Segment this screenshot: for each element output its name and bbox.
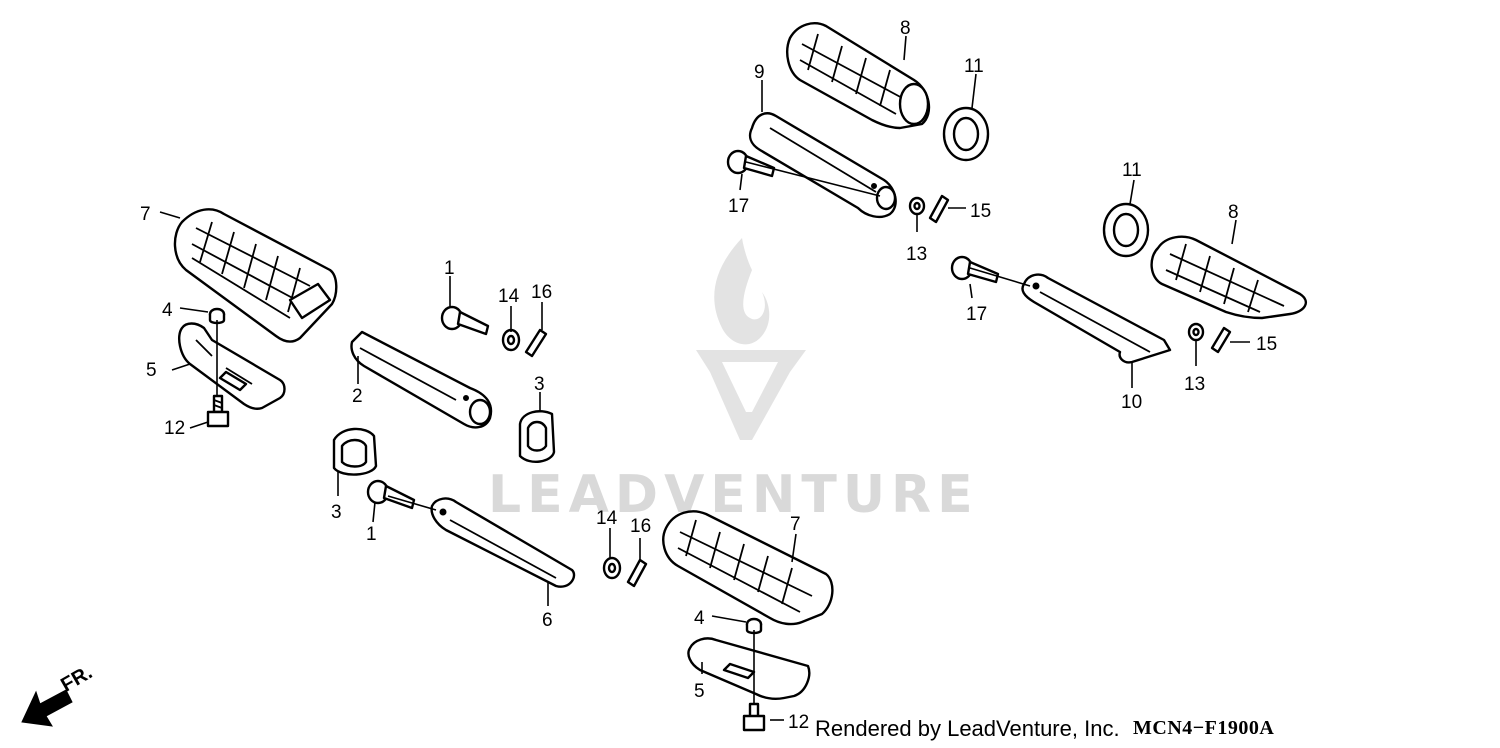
- footpeg-rubber-8-right: [1150, 235, 1307, 320]
- callout-14-upper: 14: [498, 286, 520, 307]
- pin-1-upper: [440, 305, 490, 336]
- washer-14-upper: [501, 328, 521, 352]
- callout-3-right: 3: [534, 374, 545, 395]
- washer-13-upper: [908, 196, 926, 216]
- cotter-pin-15-upper: [928, 194, 950, 224]
- callout-7-lower: 7: [790, 514, 801, 535]
- callout-14-lower: 14: [596, 508, 618, 529]
- callout-4-lower: 4: [694, 608, 705, 629]
- leader-lines: [159, 35, 1250, 721]
- callout-13-upper: 13: [906, 244, 927, 265]
- washer-11-right: [1102, 202, 1150, 258]
- callout-3-left: 3: [331, 502, 342, 523]
- callout-2: 2: [352, 386, 363, 407]
- washer-14-lower: [602, 556, 622, 580]
- callout-6: 6: [542, 610, 553, 631]
- watermark-text: LEADVENTURE: [488, 465, 979, 525]
- callout-8-upper: 8: [900, 18, 911, 39]
- callout-13-right: 13: [1184, 374, 1205, 395]
- bolt-12-lower: [742, 702, 766, 732]
- step-arm-9: [748, 112, 897, 219]
- callout-11-right: 11: [1122, 160, 1142, 181]
- callout-15-upper: 15: [970, 201, 991, 222]
- callout-16-lower: 16: [630, 516, 651, 537]
- washer-13-right: [1187, 322, 1205, 342]
- bolt-12-left: [206, 394, 230, 428]
- footpeg-rubber-7-lower: [662, 510, 834, 626]
- callout-numbers: 1 1 2 3 3 4 4 5 5 6 7 7 8 8 9 10 11 11 1…: [140, 18, 1277, 733]
- callout-10: 10: [1121, 392, 1142, 413]
- spacer-plate-3-right: [518, 410, 556, 463]
- callout-1-lower: 1: [366, 524, 377, 545]
- callout-5-lower: 5: [694, 681, 705, 702]
- cotter-pin-16-upper: [524, 328, 548, 358]
- callout-16-upper: 16: [531, 282, 552, 303]
- callout-4-left: 4: [162, 300, 173, 321]
- bracket-5-left: [178, 322, 286, 410]
- callout-1-upper: 1: [444, 258, 455, 279]
- bracket-5-lower: [687, 637, 811, 700]
- front-direction-arrow: [21, 689, 73, 727]
- callout-9: 9: [754, 62, 765, 83]
- pin-1-lower: [366, 479, 416, 510]
- footpeg-rubber-8-upper: [786, 22, 931, 130]
- callout-8-right: 8: [1228, 202, 1239, 223]
- callout-12-lower: 12: [788, 712, 809, 733]
- step-arm-6: [430, 497, 576, 588]
- spacer-plate-3-left: [332, 427, 378, 476]
- callout-12-left: 12: [164, 418, 185, 439]
- render-credit: Rendered by LeadVenture, Inc.: [815, 716, 1120, 741]
- cotter-pin-15-right: [1210, 326, 1232, 354]
- washer-11-upper: [942, 106, 990, 162]
- cotter-pin-16-lower: [626, 558, 648, 588]
- step-arm-2: [350, 330, 493, 429]
- callout-15-right: 15: [1256, 334, 1277, 355]
- callout-5-left: 5: [146, 360, 157, 381]
- callout-17-upper: 17: [728, 196, 749, 217]
- callout-17-right: 17: [966, 304, 987, 325]
- collar-4-lower: [745, 617, 763, 635]
- diagram-code: MCN4−F1900A: [1133, 717, 1275, 739]
- watermark-logo: [696, 238, 806, 440]
- step-arm-10: [1021, 273, 1172, 364]
- footpeg-rubber-7-upper: [173, 208, 338, 343]
- callout-7-upper: 7: [140, 204, 151, 225]
- callout-11-upper: 11: [964, 56, 984, 77]
